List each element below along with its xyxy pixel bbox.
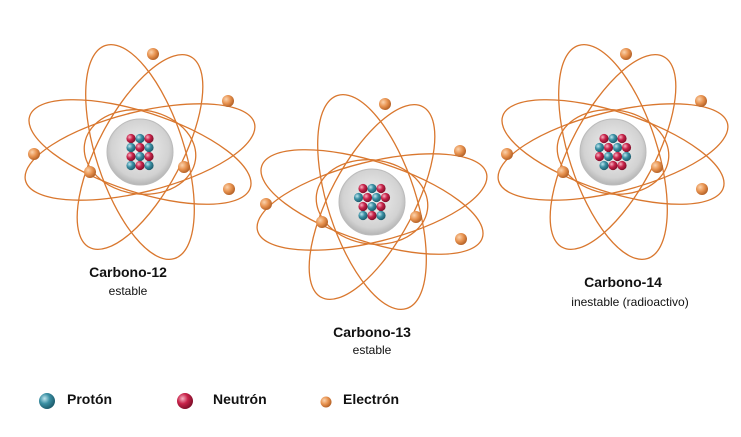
electron xyxy=(410,211,422,223)
electron xyxy=(222,95,234,107)
neutron xyxy=(376,183,386,194)
electron xyxy=(84,166,96,178)
neutron xyxy=(126,151,136,162)
electron xyxy=(178,161,190,173)
electron-orbit xyxy=(85,43,195,261)
proton xyxy=(144,160,154,171)
atom-status-c14: inestable (radioactivo) xyxy=(571,295,689,309)
electron-orbit xyxy=(556,109,670,195)
proton xyxy=(621,151,632,162)
neutron xyxy=(135,142,145,153)
proton xyxy=(376,210,386,221)
neutron xyxy=(376,201,386,212)
electron xyxy=(316,216,328,228)
neutron xyxy=(603,142,614,153)
electron xyxy=(696,183,708,195)
electron-orbit xyxy=(549,53,677,251)
electron-orbit xyxy=(308,103,436,301)
electron-orbit xyxy=(501,99,725,205)
electron xyxy=(379,98,391,110)
proton xyxy=(603,151,614,162)
neutron xyxy=(367,210,377,221)
electron-orbit xyxy=(76,53,204,251)
electron xyxy=(695,95,707,107)
electron xyxy=(260,198,272,210)
electron xyxy=(455,233,467,245)
proton xyxy=(371,192,382,203)
atom-carbono-13 xyxy=(256,93,488,311)
atom-carbono-14 xyxy=(497,43,729,261)
electron-orbit xyxy=(260,149,484,255)
atom-status-c12: estable xyxy=(108,284,148,298)
proton xyxy=(144,142,154,153)
electron xyxy=(557,166,569,178)
electron-orbit xyxy=(256,153,488,251)
atom-carbono-12 xyxy=(24,43,256,261)
neutron xyxy=(144,151,154,162)
electron-orbit xyxy=(315,159,429,245)
neutron xyxy=(126,133,136,144)
legend-electron-icon xyxy=(320,396,332,408)
neutron xyxy=(621,142,632,153)
electron xyxy=(501,148,513,160)
electron-orbit xyxy=(317,93,427,311)
atom-title-c14: Carbono-14 xyxy=(584,274,662,290)
electron xyxy=(620,48,632,60)
atom-status-c13: estable xyxy=(352,343,392,357)
electron xyxy=(454,145,466,157)
atom-title-c12: Carbono-12 xyxy=(89,264,167,280)
proton xyxy=(358,210,368,221)
electron xyxy=(651,161,663,173)
electron-orbit xyxy=(28,99,252,205)
electron-orbit xyxy=(24,103,256,201)
neutron xyxy=(358,201,368,212)
proton xyxy=(612,142,623,153)
proton xyxy=(594,142,605,153)
neutron xyxy=(617,160,627,171)
electron xyxy=(147,48,159,60)
electron xyxy=(223,183,235,195)
neutron xyxy=(617,133,627,144)
proton xyxy=(135,151,145,162)
proton xyxy=(367,201,377,212)
nucleus xyxy=(579,118,647,186)
electron-orbit xyxy=(497,103,729,201)
neutron xyxy=(594,151,605,162)
proton xyxy=(126,160,136,171)
atom-title-c13: Carbono-13 xyxy=(333,324,411,340)
neutron xyxy=(608,160,618,171)
electron-orbit xyxy=(558,43,668,261)
legend-proton-icon xyxy=(39,393,55,409)
proton xyxy=(353,192,364,203)
neutron xyxy=(358,183,368,194)
electron-orbit xyxy=(83,109,197,195)
neutron xyxy=(612,151,623,162)
neutron xyxy=(135,160,145,171)
proton xyxy=(608,133,618,144)
proton xyxy=(599,160,609,171)
electron xyxy=(28,148,40,160)
neutron xyxy=(599,133,609,144)
proton xyxy=(126,142,136,153)
proton xyxy=(135,133,145,144)
legend-neutron-label: Neutrón xyxy=(213,391,267,407)
neutron xyxy=(144,133,154,144)
neutron xyxy=(380,192,391,203)
legend-proton-label: Protón xyxy=(67,391,113,407)
neutron xyxy=(362,192,373,203)
proton xyxy=(367,183,377,194)
legend-neutron-icon xyxy=(177,393,193,409)
legend-electron-label: Electrón xyxy=(343,391,400,407)
